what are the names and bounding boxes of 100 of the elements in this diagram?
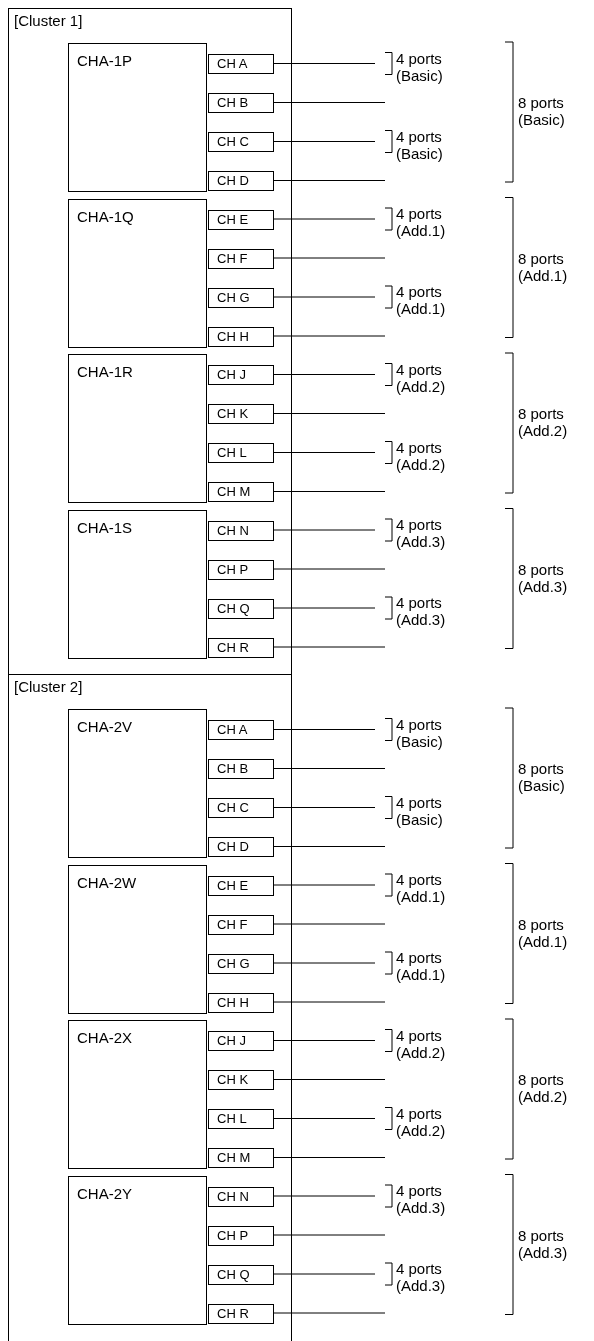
channel-port: CH B [208, 93, 274, 113]
connector-line [272, 607, 376, 609]
adapter-name: CHA-1S [77, 518, 132, 536]
connector-line [272, 218, 376, 220]
adapter-name: CHA-2W [77, 873, 137, 891]
channel-port: CH E [208, 209, 274, 230]
connector-line [272, 1312, 386, 1314]
port-count-label: 4 ports (Add.2) [396, 1104, 447, 1139]
channel-port: CH N [208, 1186, 274, 1207]
port-count-label: 8 ports (Add.2) [518, 1071, 569, 1105]
connector-line [272, 374, 376, 375]
adapter-box [68, 709, 207, 858]
adapter-box [68, 509, 207, 659]
port-count-label: 4 ports (Basic) [396, 127, 444, 162]
channel-port: CH C [208, 798, 274, 818]
channel-port: CH D [208, 171, 274, 191]
adapter-name: CHA-2X [77, 1029, 132, 1046]
connector-line [272, 1001, 386, 1003]
adapter-box [68, 1020, 207, 1169]
channel-port: CH J [208, 1031, 274, 1051]
connector-line [272, 962, 376, 964]
connector-line [272, 646, 386, 648]
port-count-label: 4 ports (Add.2) [396, 360, 447, 395]
adapter-box [68, 864, 207, 1014]
connector-line [272, 1157, 386, 1158]
connector-line [272, 180, 386, 181]
connector-line [272, 729, 376, 730]
adapter-name: CHA-2Y [77, 1184, 132, 1202]
connector-line [272, 1273, 376, 1275]
connector-line [272, 1040, 376, 1041]
port-count-label: 4 ports (Add.1) [396, 283, 447, 317]
port-count-label: 4 ports (Add.1) [396, 949, 447, 983]
port-count-label: 8 ports (Add.2) [518, 405, 569, 439]
adapter-name: CHA-1P [77, 52, 132, 69]
port-count-label: 4 ports (Add.3) [396, 1260, 447, 1294]
channel-port: CH K [208, 1070, 274, 1090]
cluster-box [8, 674, 292, 1341]
connector-line [272, 63, 376, 64]
port-count-label: 4 ports (Add.3) [396, 594, 447, 628]
connector-line [272, 296, 376, 298]
channel-port: CH E [208, 875, 274, 896]
port-count-label: 4 ports (Add.2) [396, 438, 447, 473]
port-count-label: 4 ports (Basic) [396, 715, 444, 750]
channel-port: CH P [208, 559, 274, 580]
connector-line [272, 102, 386, 103]
channel-port: CH D [208, 837, 274, 857]
port-count-label: 4 ports (Basic) [396, 793, 444, 828]
connector-line [272, 768, 386, 769]
channel-port: CH B [208, 759, 274, 779]
port-count-label: 8 ports (Add.1) [518, 915, 569, 950]
cluster-title: [Cluster 1] [14, 12, 83, 29]
adapter-name: CHA-1R [77, 363, 133, 380]
connector-line [272, 846, 386, 847]
port-count-label: 8 ports (Add.3) [518, 560, 569, 595]
port-count-label: 4 ports (Add.1) [396, 205, 447, 239]
channel-port: CH C [208, 132, 274, 152]
channel-port: CH A [208, 720, 274, 740]
channel-port: CH L [208, 1109, 274, 1129]
channel-port: CH F [208, 914, 274, 935]
channel-port: CH K [208, 404, 274, 424]
channel-port: CH N [208, 520, 274, 541]
channel-port: CH J [208, 365, 274, 385]
cluster-title: [Cluster 2] [14, 678, 83, 695]
adapter-box [68, 1175, 207, 1325]
connector-line [272, 335, 386, 337]
port-count-label: 4 ports (Add.2) [396, 1026, 447, 1061]
channel-port: CH Q [208, 1264, 274, 1285]
channel-port: CH H [208, 326, 274, 347]
connector-line [272, 568, 386, 570]
channel-port: CH P [208, 1225, 274, 1246]
cluster-box [8, 8, 292, 675]
port-count-label: 4 ports (Basic) [396, 49, 444, 84]
connector-line [272, 257, 386, 259]
connector-line [272, 807, 376, 808]
connector-line [272, 923, 386, 925]
connector-line [272, 452, 376, 453]
channel-port: CH A [208, 54, 274, 74]
port-count-label: 8 ports (Add.1) [518, 249, 569, 284]
channel-port: CH G [208, 287, 274, 308]
channel-port: CH M [208, 482, 274, 502]
adapter-name: CHA-2V [77, 718, 132, 735]
port-count-label: 4 ports (Add.1) [396, 871, 447, 905]
connector-line [272, 884, 376, 886]
channel-port: CH F [208, 248, 274, 269]
port-count-label: 8 ports (Basic) [518, 94, 566, 128]
channel-port: CH R [208, 637, 274, 658]
connector-line [272, 1079, 386, 1080]
channel-port: CH L [208, 443, 274, 463]
adapter-box [68, 43, 207, 192]
channel-port: CH H [208, 992, 274, 1013]
port-count-label: 8 ports (Add.3) [518, 1226, 569, 1261]
connector-line [272, 529, 376, 531]
adapter-box [68, 354, 207, 503]
adapter-name: CHA-1Q [77, 207, 134, 225]
connector-line [272, 141, 376, 142]
connector-line [272, 1234, 386, 1236]
port-count-label: 8 ports (Basic) [518, 760, 566, 794]
channel-port: CH G [208, 953, 274, 974]
connector-line [272, 1195, 376, 1197]
channel-port: CH Q [208, 598, 274, 619]
